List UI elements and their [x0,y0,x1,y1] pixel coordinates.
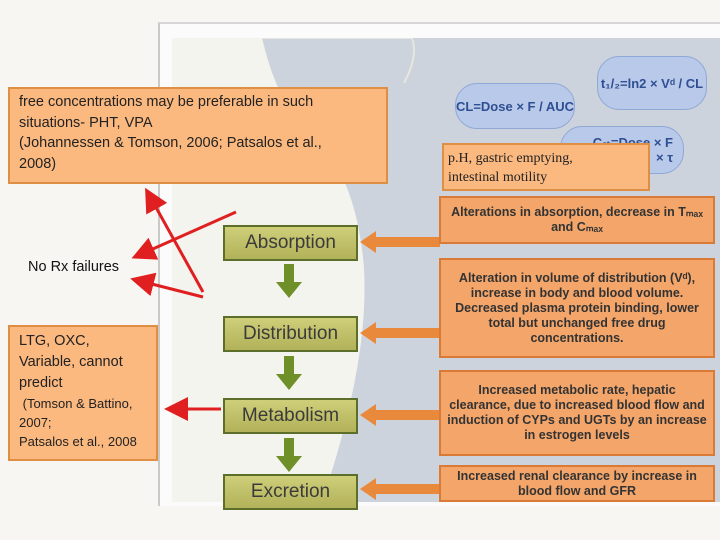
effect-metabolism-text: Increased metabolic rate, hepatic cleara… [447,383,707,442]
effect-distribution: Alteration in volume of distribution (Vᵈ… [439,258,715,358]
callout-line: intestinal motility [448,170,548,185]
clearance-formula: CL=Dose × F / AUC [455,83,575,129]
flow-down-arrow-icon [276,438,302,472]
no-rx-failures-note: No Rx failures [28,259,120,275]
callout-line: free concentrations may be preferable in… [19,94,314,110]
flow-down-arrow-icon [276,264,302,298]
stage-distribution: Distribution [223,316,358,352]
half-life-formula-text: t₁/₂=ln2 × Vᵈ / CL [600,75,704,91]
free-concentration-callout: free concentrations may be preferable in… [8,87,388,184]
effect-distribution-text: Alteration in volume of distribution (Vᵈ… [455,270,699,345]
citation-line: Patsalos et al., 2008 [19,434,137,449]
callout-line: p.H, gastric emptying, [448,151,573,166]
stage-absorption-label: Absorption [245,232,336,253]
callout-line: LTG, OXC, [19,333,90,349]
stage-absorption: Absorption [223,225,358,261]
callout-line: Variable, cannot [19,354,123,370]
effect-pointer-arrow-icon [360,231,440,253]
effect-metabolism: Increased metabolic rate, hepatic cleara… [439,370,715,456]
effect-pointer-arrow-icon [360,404,440,426]
callout-line: predict [19,375,63,391]
citation-line: (Tomson & Battino, [19,396,133,411]
effect-excretion: Increased renal clearance by increase in… [439,465,715,502]
stage-metabolism-label: Metabolism [241,405,340,426]
metabolism-callout: LTG, OXC, Variable, cannot predict (Toms… [8,325,158,461]
stage-metabolism: Metabolism [223,398,358,434]
effect-absorption-text: Alterations in absorption, decrease in T… [451,205,703,234]
effect-excretion-text: Increased renal clearance by increase in… [457,468,697,498]
effect-pointer-arrow-icon [360,478,440,500]
stage-excretion: Excretion [223,474,358,510]
stage-excretion-label: Excretion [250,481,331,502]
half-life-formula: t₁/₂=ln2 × Vᵈ / CL [597,56,707,110]
effect-pointer-arrow-icon [360,322,440,344]
tau-fragment-text: × τ [655,150,673,165]
citation-line: 2007; [19,415,52,430]
absorption-factors-callout: p.H, gastric emptying, intestinal motili… [442,143,650,191]
effect-absorption: Alterations in absorption, decrease in T… [439,196,715,244]
callout-line: 2008) [19,155,57,172]
stage-distribution-label: Distribution [242,323,339,344]
clearance-formula-text: CL=Dose × F / AUC [456,98,574,114]
callout-line: (Johannessen & Tomson, 2006; Patsalos et… [19,135,322,151]
flow-down-arrow-icon [276,356,302,390]
callout-line: situations- PHT, VPA [19,114,153,131]
